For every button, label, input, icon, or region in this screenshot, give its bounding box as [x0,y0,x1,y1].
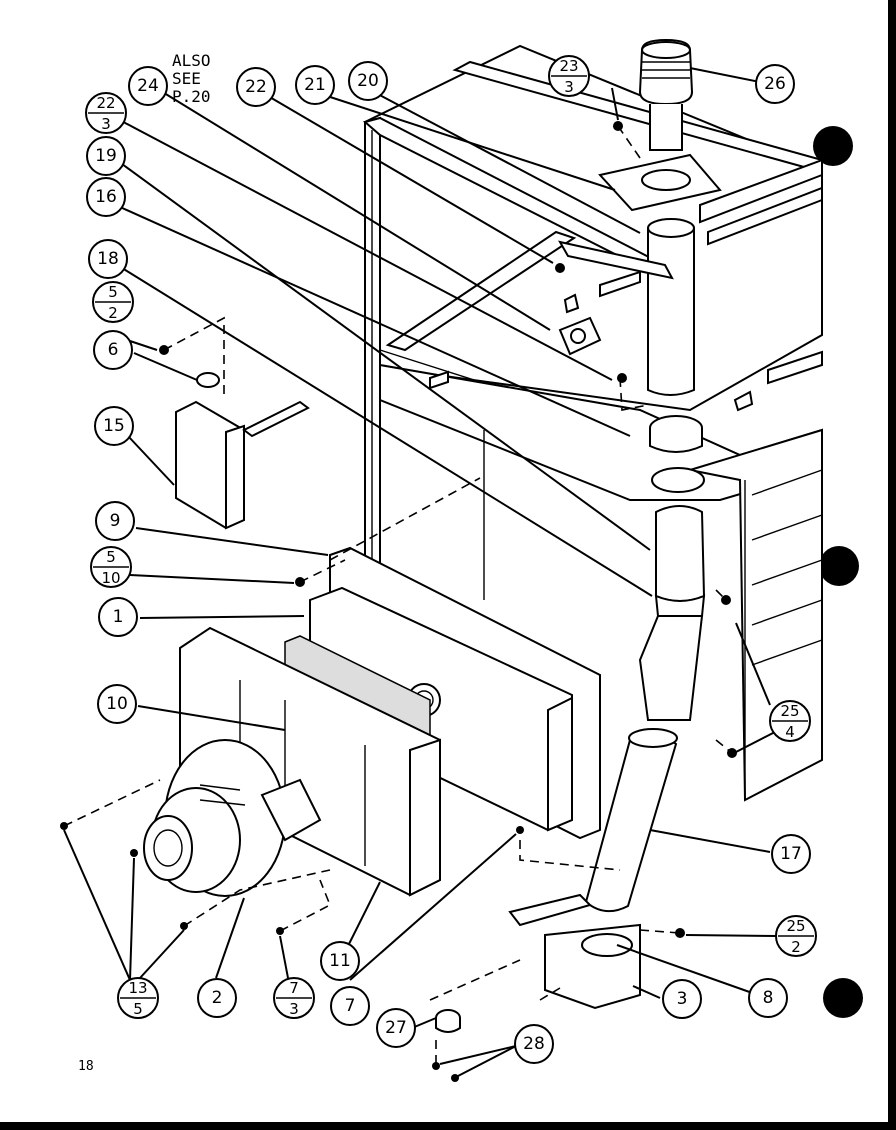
note-line-3: P.20 [172,87,211,106]
callout-22: 22 [236,67,276,107]
callout-11: 11 [320,941,360,981]
callout-3: 3 [662,979,702,1019]
bracket-part-22 [558,240,674,280]
callout-7: 7 [330,986,370,1026]
flue-elbow-part-17 [584,505,706,913]
svg-text:3: 3 [677,989,688,1009]
svg-text:5: 5 [108,283,118,301]
svg-text:22: 22 [245,77,267,97]
svg-text:2: 2 [791,938,801,956]
svg-text:26: 26 [764,74,786,94]
callout-28: 28 [514,1024,554,1064]
svg-text:5: 5 [106,548,116,566]
registration-dot-top [813,126,853,166]
callout-2: 2 [197,978,237,1018]
callout-15: 15 [94,406,134,446]
svg-text:17: 17 [780,844,802,864]
callout-20: 20 [348,61,388,101]
svg-text:10: 10 [106,694,128,714]
callout-17: 17 [771,834,811,874]
svg-text:21: 21 [304,75,326,95]
callout-9: 9 [95,501,135,541]
vent-pipe-part-20 [647,218,695,396]
page-number: 18 [78,1059,94,1074]
note-line-2: SEE [172,69,201,88]
svg-text:3: 3 [101,115,111,133]
callout-27: 27 [376,1008,416,1048]
callout-22-3: 22 3 [85,92,127,134]
callout-19: 19 [86,136,126,176]
svg-text:3: 3 [289,1000,299,1018]
svg-text:7: 7 [345,996,356,1016]
flue-outlet-part-18 [649,415,705,493]
callout-21: 21 [295,65,335,105]
callout-25-4: 25 4 [769,700,811,742]
svg-text:4: 4 [785,723,795,741]
vent-cap-part-26 [638,38,694,151]
callout-7-3: 7 3 [273,977,315,1019]
svg-text:22: 22 [96,94,115,112]
svg-text:6: 6 [108,340,119,360]
svg-text:20: 20 [357,71,379,91]
svg-text:25: 25 [780,702,799,720]
svg-text:19: 19 [95,146,117,166]
assembly-lines [63,125,733,1066]
svg-text:11: 11 [329,951,351,971]
callout-25-2: 25 2 [775,915,817,957]
note-line-1: ALSO [172,51,211,70]
drain-box-part-3 [508,893,641,1010]
registration-dot-bottom [823,978,863,1018]
cabinet-frame [362,44,823,802]
callout-23-3: 23 3 [548,55,590,97]
svg-text:18: 18 [97,249,119,269]
svg-text:16: 16 [95,187,117,207]
vent-collar-part-21 [598,153,722,212]
callout-5-10: 5 10 [90,546,132,588]
callout-10: 10 [97,684,137,724]
svg-text:28: 28 [523,1034,545,1054]
gas-valve-block-part-15 [175,400,310,530]
callout-16: 16 [86,177,126,217]
callout-5-2: 5 2 [92,281,134,323]
callout-1: 1 [98,597,138,637]
svg-text:8: 8 [763,988,774,1008]
also-see-note: ALSO SEE P.20 [172,51,211,106]
svg-text:3: 3 [564,78,574,96]
pressure-switch-part-16 [558,293,602,356]
svg-text:15: 15 [103,416,125,436]
svg-text:7: 7 [289,979,299,997]
callout-24: 24 [128,66,168,106]
fitting-part-27 [435,1009,461,1033]
registration-dot-middle [819,546,859,586]
callout-6: 6 [93,330,133,370]
svg-text:1: 1 [113,607,124,627]
callout-13-5: 13 5 [117,977,159,1019]
callout-26: 26 [755,64,795,104]
svg-text:24: 24 [137,76,159,96]
svg-text:13: 13 [128,979,147,997]
leader-lines [63,67,777,1077]
svg-text:2: 2 [108,304,118,322]
svg-text:25: 25 [786,917,805,935]
callout-18: 18 [88,239,128,279]
blower-motor-part-2 [143,739,322,897]
svg-text:10: 10 [101,569,120,587]
grommet-part-6 [196,372,220,388]
svg-text:9: 9 [110,511,121,531]
svg-text:2: 2 [212,988,223,1008]
svg-text:5: 5 [133,1000,143,1018]
callout-8: 8 [748,978,788,1018]
inducer-housing-part-10 [179,626,441,897]
svg-text:23: 23 [559,57,578,75]
svg-text:27: 27 [385,1018,407,1038]
